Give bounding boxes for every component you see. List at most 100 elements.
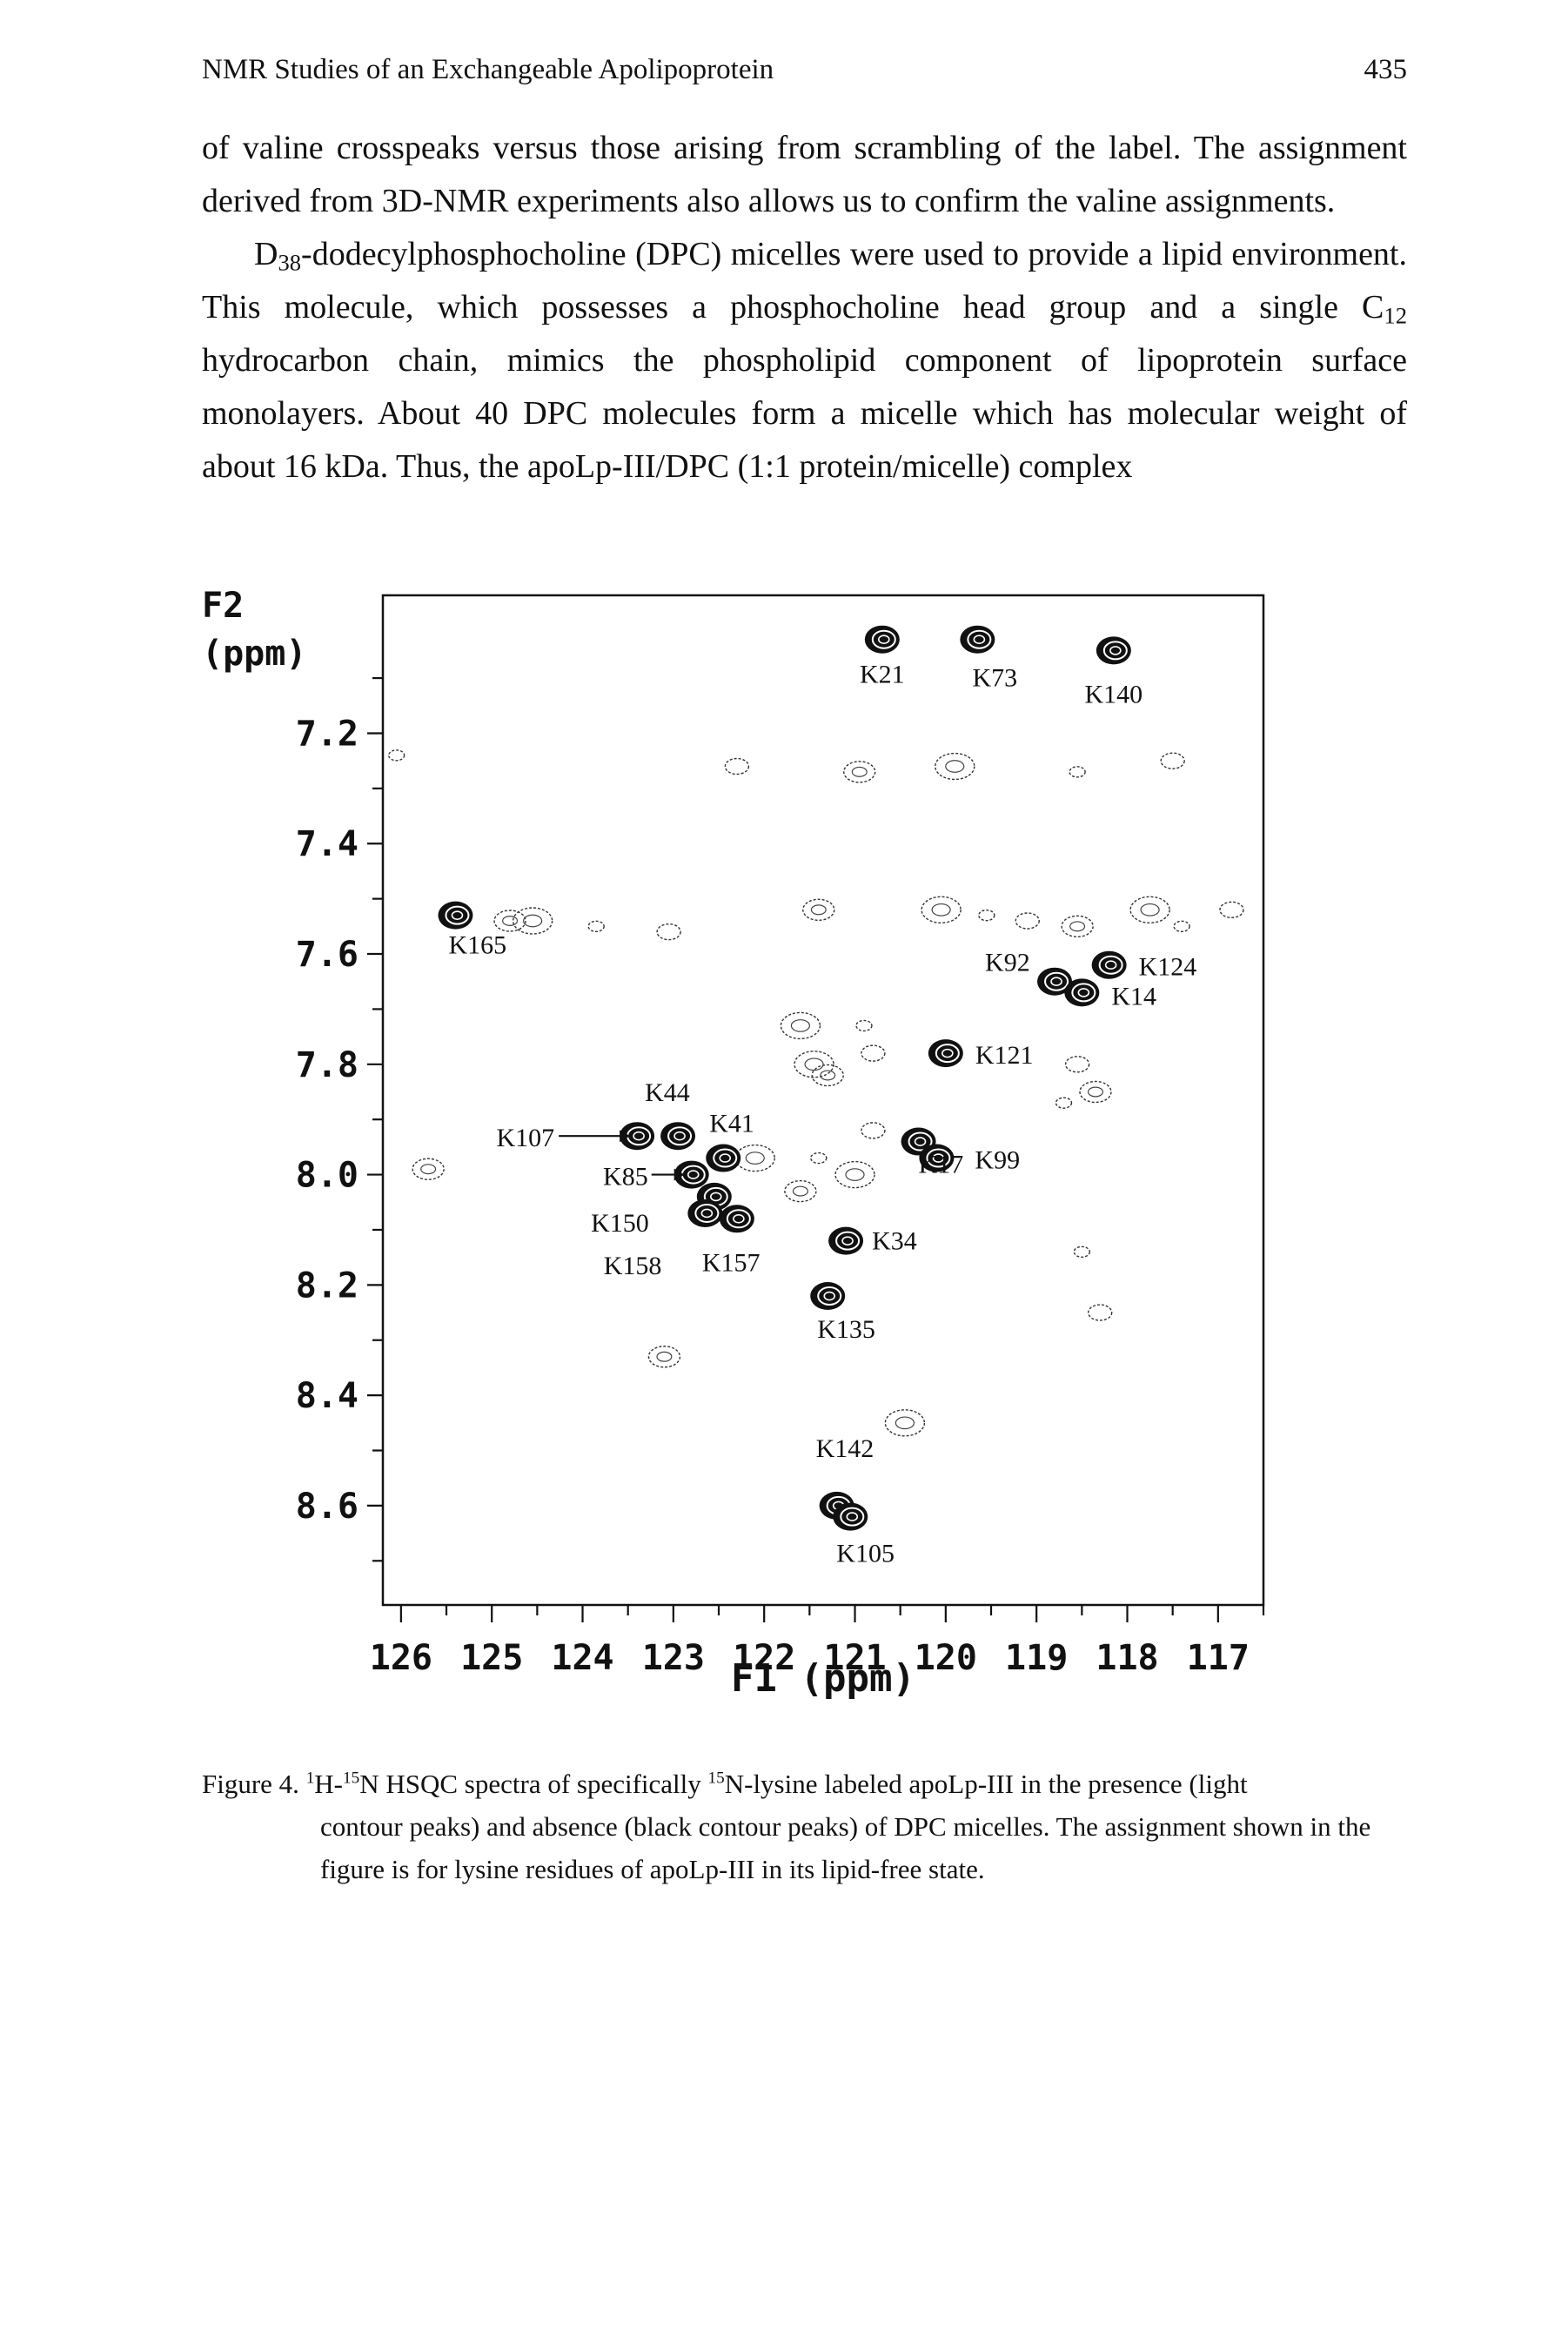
d-prefix: D <box>254 236 278 272</box>
peak-label: K121 <box>975 1041 1034 1070</box>
peak-label: K34 <box>872 1227 917 1256</box>
light-contour-peak <box>512 907 553 935</box>
body-text: of valine crosspeaks versus those arisin… <box>202 122 1407 494</box>
contour-ring-inner <box>1071 983 1096 1003</box>
light-contour-peak <box>855 1019 873 1032</box>
y-tick-label: 7.2 <box>296 714 358 754</box>
peak-label: K21 <box>860 661 905 689</box>
light-contour-peak <box>884 1409 926 1437</box>
x-tick-label: 125 <box>460 1638 523 1678</box>
black-contour-peak <box>620 1122 655 1151</box>
light-contour-peak <box>935 752 975 781</box>
light-contour-ring <box>1140 903 1160 916</box>
x-tick-label: 126 <box>370 1638 432 1678</box>
light-contour-peak <box>843 761 876 783</box>
c-subscript: 12 <box>1384 302 1407 329</box>
light-contour-peak <box>1069 766 1086 778</box>
contour-ring-core <box>733 1213 745 1224</box>
contour-ring-core <box>932 1153 945 1163</box>
contour-ring-inner <box>667 1126 693 1146</box>
light-contour-ring <box>1073 1246 1091 1259</box>
light-contour-ring <box>845 1168 865 1181</box>
contour-ring-core <box>1109 646 1122 655</box>
contour-ring-inner <box>713 1148 738 1168</box>
light-contour-ring <box>810 1152 828 1165</box>
d-subscript: 38 <box>278 249 302 276</box>
light-contour-peak <box>587 920 605 933</box>
y-tick-label: 8.4 <box>296 1376 358 1416</box>
contour-ring-inner <box>967 629 992 649</box>
light-contour-ring <box>851 766 868 777</box>
x-axis-label: F1 (ppm) <box>731 1656 915 1701</box>
light-contour-peak <box>493 910 526 932</box>
light-contour-ring <box>780 1011 821 1040</box>
contour-ring-inner <box>694 1203 720 1223</box>
x-tick-label: 119 <box>1005 1638 1068 1678</box>
light-contour-ring <box>1173 920 1190 933</box>
contour-ring-inner <box>1102 641 1128 661</box>
light-contour-peak <box>1173 920 1190 933</box>
black-contour-peak <box>1091 950 1127 979</box>
peak-label: K157 <box>702 1248 761 1277</box>
light-contour-ring <box>1069 921 1086 932</box>
light-contour-peaks <box>387 749 1244 1437</box>
light-contour-ring <box>502 915 519 926</box>
light-contour-peak <box>794 1051 834 1078</box>
x-tick-label: 122 <box>733 1638 795 1678</box>
light-contour-peak <box>1064 1056 1090 1073</box>
light-contour-peak <box>978 909 995 922</box>
light-contour-peak <box>802 898 835 922</box>
y-tick-label: 7.6 <box>296 935 358 975</box>
light-contour-peak <box>724 757 750 776</box>
light-contour-peak <box>734 1144 775 1172</box>
black-contour-peak <box>960 625 995 654</box>
light-contour-ring <box>794 1051 834 1078</box>
caption-segment-1: N HSQC spectra of specifically <box>359 1769 708 1799</box>
light-contour-ring <box>834 1160 875 1189</box>
light-contour-peak <box>780 1011 821 1040</box>
light-contour-peak <box>387 749 405 762</box>
peak-label: K92 <box>985 949 1030 977</box>
peak-label: K150 <box>591 1209 649 1238</box>
light-contour-ring <box>1087 1086 1103 1098</box>
black-contour-peak <box>687 1198 723 1227</box>
light-contour-ring <box>861 1044 886 1062</box>
light-contour-ring <box>1069 766 1086 778</box>
light-contour-ring <box>931 903 951 916</box>
light-contour-ring <box>784 1179 817 1203</box>
black-contour-peak <box>919 1144 955 1172</box>
light-contour-ring <box>1055 1097 1073 1109</box>
light-contour-peak <box>811 1064 844 1087</box>
light-contour-peak <box>1073 1246 1091 1259</box>
peak-label: K158 <box>604 1252 662 1280</box>
light-contour-peak <box>1015 912 1040 930</box>
running-head: NMR Studies of an Exchangeable Apolipopr… <box>202 54 1407 97</box>
contour-ring-inner <box>871 629 896 649</box>
peak-label: K165 <box>448 931 506 960</box>
peak-label: K44 <box>645 1078 690 1107</box>
contour-ring-core <box>841 1236 854 1246</box>
contour-ring-core <box>973 634 986 645</box>
contour-ring-core <box>1077 988 1090 997</box>
y-axis-label-line-1: F2 <box>202 586 244 626</box>
light-contour-ring <box>1219 901 1244 919</box>
paragraph-1: of valine crosspeaks versus those arisin… <box>202 130 1407 219</box>
light-contour-ring <box>861 1122 886 1139</box>
contour-ring-core <box>1050 977 1062 987</box>
x-tick-label: 117 <box>1187 1638 1250 1678</box>
light-contour-ring <box>387 749 405 762</box>
contour-ring-inner <box>817 1286 842 1306</box>
page-number: 435 <box>1364 54 1408 85</box>
black-contour-peak <box>1096 636 1131 665</box>
light-contour-ring <box>792 1185 808 1197</box>
peak-label: K107 <box>496 1124 554 1152</box>
light-contour-peak <box>810 1152 828 1165</box>
caption-h: H- <box>314 1769 344 1799</box>
light-contour-peak <box>861 1122 886 1139</box>
contour-ring-core <box>878 634 890 645</box>
black-contour-peak <box>928 1039 963 1068</box>
light-contour-peak <box>1061 915 1094 938</box>
light-contour-peak <box>834 1160 875 1189</box>
light-contour-peak <box>656 923 681 941</box>
